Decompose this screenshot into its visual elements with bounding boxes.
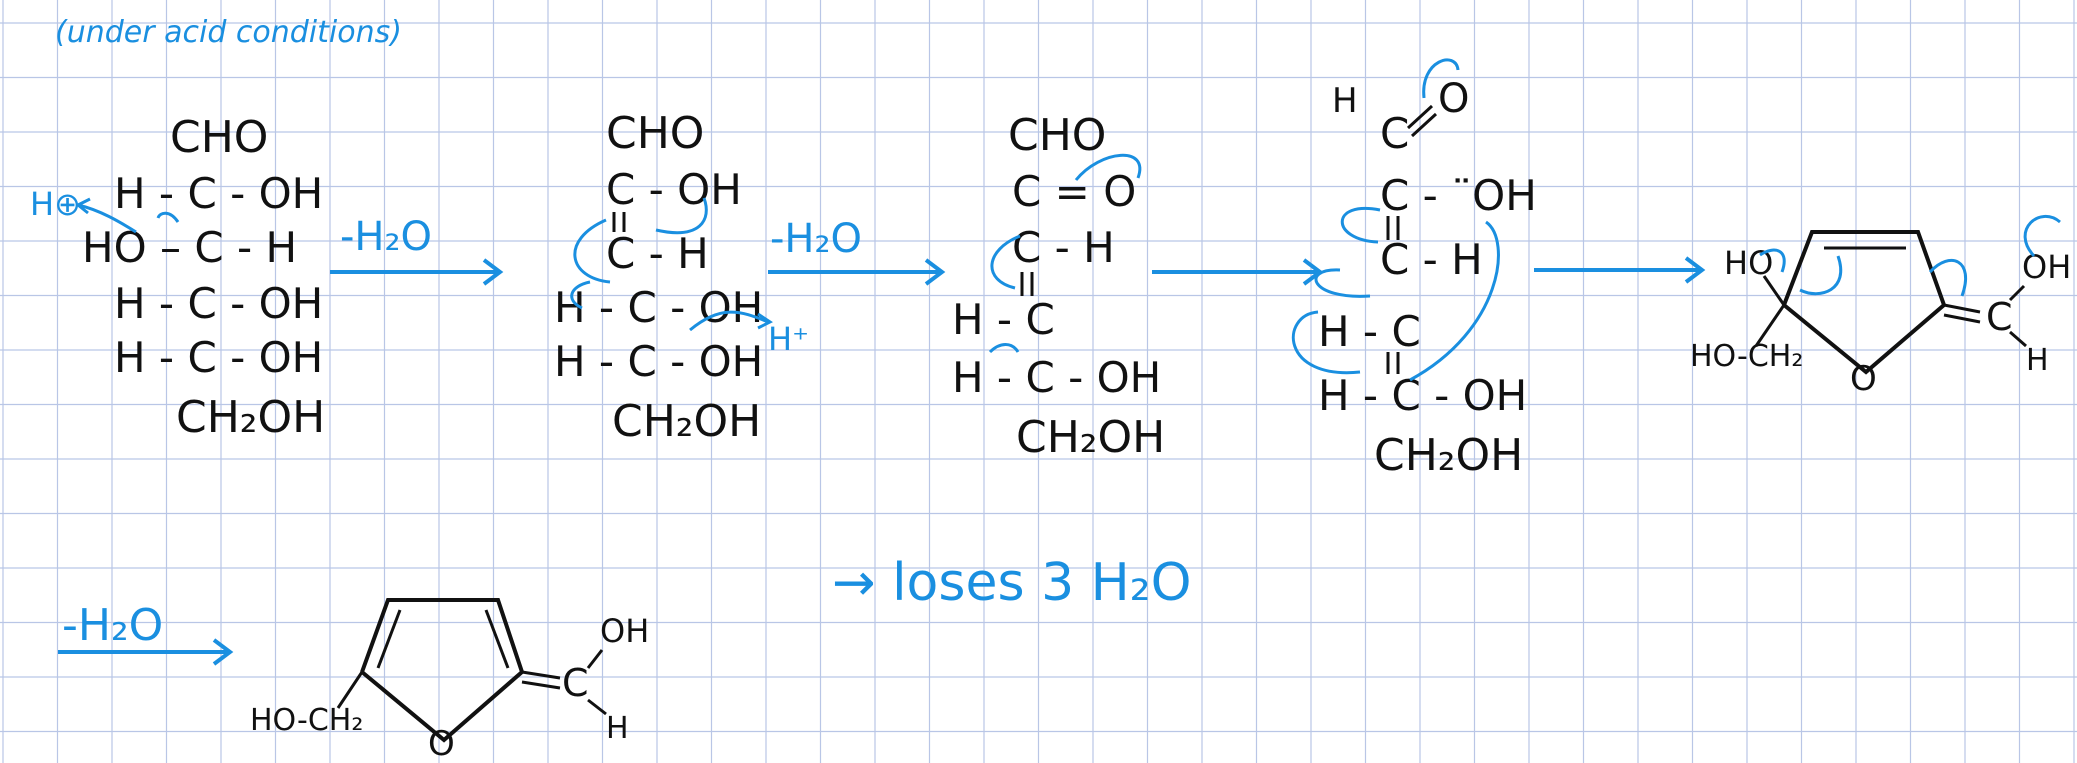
molecule-2-enediol: CHO C - OH C - H H - C - OH H - C - OH C… — [554, 108, 809, 447]
mol2-curved-arrow-1 — [573, 218, 611, 284]
mol5-curved-arrow-2 — [1799, 255, 1843, 296]
molecule-5-cyclic-intermediate: HO HO-CH₂ O C OH H — [1690, 215, 2071, 399]
mol3-curved-arrow-3 — [988, 343, 1020, 354]
reaction-arrow-2: -H₂O — [768, 216, 946, 286]
reaction-arrow-5: -H₂O — [58, 600, 234, 666]
mol2-row-3: C - H — [606, 229, 709, 278]
mol2-proton-label: H⁺ — [768, 320, 809, 358]
mol4-row-3: C - H — [1380, 235, 1483, 284]
mol5-curved-arrow-4 — [2023, 215, 2061, 258]
header-note: (under acid conditions) — [55, 15, 402, 50]
mol2-row-4: H - C - OH — [554, 283, 763, 332]
summary-note: → loses 3 H₂O — [832, 553, 1192, 613]
mol5-curved-arrow-3 — [1928, 259, 1968, 297]
mol2-curved-arrow-4 — [689, 310, 769, 332]
mol6-exo-h: H — [606, 711, 629, 746]
mol1-proton-arrow — [77, 203, 137, 234]
mol4-curved-arrow-1 — [1422, 58, 1460, 99]
mol3-curved-arrow-2 — [990, 234, 1021, 290]
mol3-row-3: C - H — [1012, 223, 1115, 272]
step5-label: -H₂O — [62, 600, 163, 651]
mol1-row-4: H - C - OH — [114, 279, 323, 328]
mol4-curved-arrow-2 — [1340, 206, 1381, 244]
mol2-curved-arrow-3 — [655, 197, 708, 235]
mol4-curved-arrow-3 — [1409, 220, 1500, 382]
mol4-row-2: C - ¨OH — [1380, 171, 1537, 220]
mol5-exo-oh: OH — [2022, 248, 2071, 286]
mol1-row-5: H - C - OH — [114, 333, 323, 382]
reaction-arrow-3 — [1152, 258, 1324, 286]
mol4-curved-arrow-5 — [1314, 268, 1371, 298]
mol1-row-ch2oh: CH₂OH — [176, 392, 325, 443]
mol4-aldehyde-o: O — [1438, 76, 1469, 122]
mol3-row-cho: CHO — [1008, 110, 1106, 161]
mol3-curved-arrow-1 — [1074, 153, 1142, 181]
mol6-ring-oxygen: O — [428, 724, 455, 763]
molecule-1-glucose: CHO H - C - OH HO – C - H H - C - OH H -… — [30, 112, 325, 443]
mol4-row-ch2oh: CH₂OH — [1374, 430, 1523, 481]
mol3-row-2: C = O — [1012, 167, 1136, 216]
mol1-row-3: HO – C - H — [82, 223, 297, 272]
step1-label: -H₂O — [340, 214, 432, 260]
step2-label: -H₂O — [770, 216, 862, 262]
mol1-proton-arrowhead — [77, 197, 91, 215]
mol1-row-cho: CHO — [170, 112, 268, 163]
mol2-curved-arrow-2 — [570, 280, 591, 310]
reaction-arrow-4 — [1534, 256, 1706, 284]
mol5-hydroxymethyl: HO-CH₂ — [1690, 339, 1803, 374]
mol6-exo-oh: OH — [600, 612, 649, 650]
molecule-6-final-product: HO-CH₂ O C OH H — [250, 598, 649, 763]
mol4-aldehyde-h: H — [1332, 81, 1358, 121]
mol6-exo-carbon: C — [562, 661, 589, 705]
mol3-row-4: H - C — [952, 295, 1055, 344]
mol4-curved-arrow-4 — [1291, 310, 1361, 375]
molecule-4-dienol: H O C C - ¨OH C - H H - C H - C - OH CH₂… — [1291, 58, 1537, 481]
mol2-row-2: C - OH — [606, 165, 742, 214]
mol4-row-5: H - C - OH — [1318, 371, 1527, 420]
mol1-row-2: H - C - OH — [114, 169, 323, 218]
mol1-curved-arrow — [156, 211, 180, 223]
mol4-row-4: H - C — [1318, 307, 1421, 356]
mol2-row-5: H - C - OH — [554, 337, 763, 386]
mol3-row-ch2oh: CH₂OH — [1016, 412, 1165, 463]
mol5-ring-oxygen: O — [1850, 359, 1877, 399]
mol5-exo-h: H — [2026, 343, 2049, 378]
mol6-hydroxymethyl: HO-CH₂ — [250, 703, 363, 738]
mol3-row-5: H - C - OH — [952, 353, 1161, 402]
molecule-3-dicarbonyl: CHO C = O C - H H - C H - C - OH CH₂OH — [952, 110, 1165, 463]
mol2-row-ch2oh: CH₂OH — [612, 396, 761, 447]
mol5-hydroxyl: HO — [1724, 244, 1773, 282]
reaction-arrow-1: -H₂O — [330, 214, 504, 286]
mol2-row-cho: CHO — [606, 108, 704, 159]
mol5-curved-arrow-1 — [1759, 248, 1786, 273]
mol5-exo-carbon: C — [1986, 295, 2013, 339]
mol1-hydronium-label: H⊕ — [30, 185, 81, 223]
mol4-aldehyde-c: C — [1380, 109, 1409, 158]
